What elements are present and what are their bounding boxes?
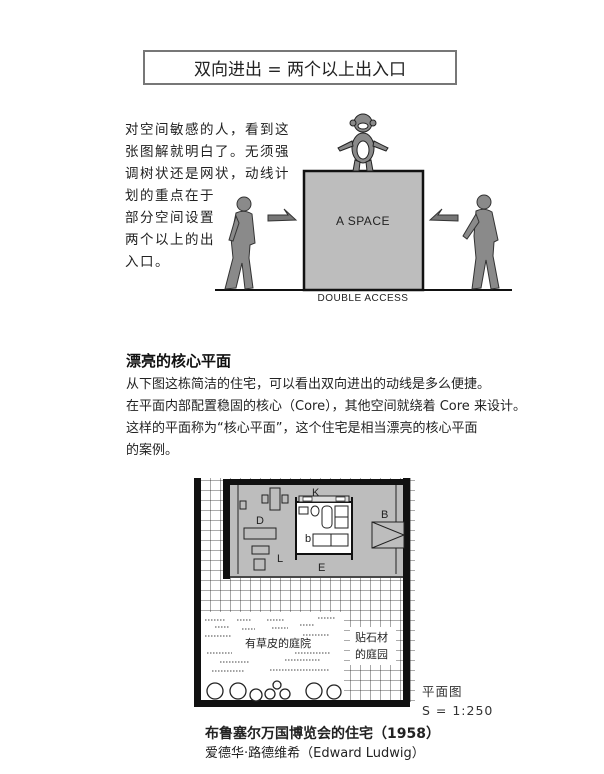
ground-label: DOUBLE ACCESS <box>318 293 409 304</box>
section-line: 的案例。 <box>126 443 179 458</box>
arrow-left-icon <box>428 208 459 222</box>
space-label: A SPACE <box>336 214 390 228</box>
room-label-d: D <box>256 515 264 527</box>
intro-line: 调树状还是网状，动线计 <box>125 166 290 182</box>
intro-line: 部分空间设置 <box>125 210 215 226</box>
plan-label: 平面图 <box>422 684 463 699</box>
plan-scale: S = 1:250 <box>422 703 494 718</box>
room-label-l: L <box>277 553 283 565</box>
intro-paragraph: 对空间敏感的人，看到这 张图解就明白了。无须强 调树状还是网状，动线计 划的重点… <box>125 119 290 273</box>
section-line: 在平面内部配置稳固的核心（Core），其他空间就绕着 Core 来设计。 <box>126 399 526 414</box>
section-line: 从下图这栋简洁的住宅，可以看出双向进出的动线是多么便捷。 <box>126 377 491 392</box>
monkey-figure-icon <box>337 113 389 172</box>
space-box <box>302 169 425 292</box>
intro-line: 划的重点在于 <box>125 188 215 204</box>
caption-title: 布鲁塞尔万国博览会的住宅（1958） <box>205 726 440 742</box>
room-label-e: E <box>318 562 325 574</box>
stone-garden-label-line2: 的庭园 <box>355 647 388 661</box>
stepping-stones <box>206 680 342 702</box>
section-line: 这样的平面称为“核心平面”，这个住宅是相当漂亮的核心平面 <box>126 421 478 436</box>
intro-line: 张图解就明白了。无须强 <box>125 144 290 160</box>
right-person-icon <box>462 194 500 290</box>
intro-line: 入口。 <box>125 254 170 270</box>
room-label-k: K <box>312 487 320 499</box>
section-body: 从下图这栋简洁的住宅，可以看出双向进出的动线是多么便捷。 在平面内部配置稳固的核… <box>126 374 526 462</box>
title-box: 双向进出 = 两个以上出入口 <box>143 50 457 85</box>
stone-garden-label-line1: 贴石材 <box>355 630 388 644</box>
intro-line: 两个以上的出 <box>125 232 215 248</box>
plan-legend: 平面图 S = 1:250 <box>422 682 493 720</box>
intro-line: 对空间敏感的人，看到这 <box>125 122 290 138</box>
caption: 布鲁塞尔万国博览会的住宅（1958） 爱德华·路德维希（Edward Ludwi… <box>205 724 440 764</box>
left-person-icon <box>224 196 256 290</box>
caption-author: 爱德华·路德维希（Edward Ludwig） <box>205 746 425 761</box>
double-access-illustration: A SPACE DOUBLE ACCESS <box>215 113 512 304</box>
title-text: 双向进出 = 两个以上出入口 <box>193 60 407 80</box>
lawn-label: 有草皮的庭院 <box>245 636 311 650</box>
room-label-b: B <box>381 509 388 521</box>
floor-plan: K D B b L E 有草皮的庭院 贴石材 的庭园 <box>194 478 415 707</box>
arrow-right-icon <box>267 208 298 222</box>
section-heading: 漂亮的核心平面 <box>126 352 232 370</box>
room-label-bath: b <box>305 533 311 545</box>
